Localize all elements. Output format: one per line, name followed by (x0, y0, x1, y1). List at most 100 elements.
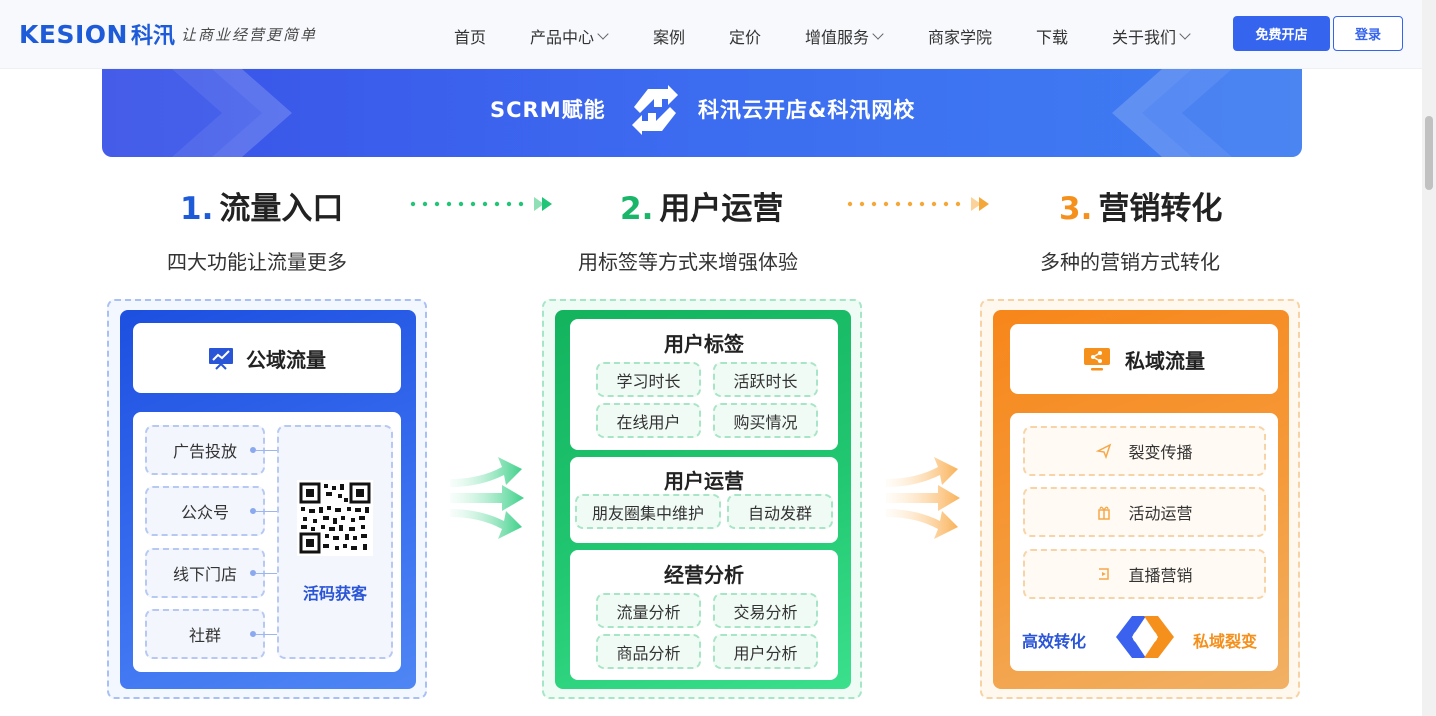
nav-item-services[interactable]: 增值服务 (805, 24, 884, 48)
qr-code-icon (297, 480, 373, 556)
marketing-item[interactable]: 直播营销 (1023, 549, 1266, 599)
link-chain-icon (1116, 616, 1174, 658)
nav-label: 增值服务 (805, 28, 870, 47)
step-2-title: 2. 用户运营 (620, 183, 783, 228)
public-traffic-panel-inner: 公域流量 广告投放 公众号 线下门店 社群 (120, 310, 416, 689)
banner-left-text: SCRM赋能 (490, 98, 606, 122)
share-screen-icon (1084, 348, 1110, 371)
site-header: KESION 科汛 让商业经营更简单 首页 产品中心 案例 定价 增值服务 商家… (0, 0, 1422, 69)
nav-label: 下载 (1036, 28, 1069, 47)
traffic-item[interactable]: 线下门店 (145, 548, 265, 598)
logo-text-cn: 科汛 (130, 24, 175, 49)
nav-label: 产品中心 (530, 28, 595, 47)
connector-line (256, 511, 282, 512)
step-1-title: 1. 流量入口 (180, 183, 343, 228)
logo[interactable]: KESION 科汛 让商业经营更简单 (19, 18, 317, 50)
nav-label: 案例 (653, 28, 686, 47)
step-2-label: 用户运营 (659, 191, 784, 227)
page-scrollbar[interactable] (1422, 0, 1436, 716)
connector-dot (250, 570, 256, 576)
marketing-item[interactable]: 裂变传播 (1023, 426, 1266, 476)
efficient-conversion-label: 高效转化 (1022, 632, 1087, 651)
qr-code-box[interactable]: 活码获客 (277, 425, 393, 659)
dotted-arrow-green (410, 197, 552, 211)
marketing-item[interactable]: 活动运营 (1023, 487, 1266, 537)
nav-item-about[interactable]: 关于我们 (1112, 24, 1191, 48)
connector-dot (250, 447, 256, 453)
tag-chip[interactable]: 在线用户 (596, 403, 701, 438)
tag-chip[interactable]: 交易分析 (713, 593, 818, 628)
business-analysis-card: 经营分析 流量分析 交易分析 商品分析 用户分析 (570, 550, 838, 680)
nav-label: 定价 (729, 28, 762, 47)
nav-label: 首页 (454, 28, 487, 47)
step-2-number: 2. (620, 191, 654, 227)
tag-chip[interactable]: 流量分析 (596, 593, 701, 628)
scrollbar-thumb[interactable] (1425, 116, 1433, 190)
connector-line (256, 634, 282, 635)
paper-plane-icon (1096, 443, 1112, 459)
private-traffic-panel-inner: 私域流量 裂变传播 活动运营 直播营销 高效转化 私域裂变 (993, 310, 1289, 689)
nav-item-products[interactable]: 产品中心 (530, 24, 609, 48)
tag-chip[interactable]: 学习时长 (596, 362, 701, 397)
nav-item-academy[interactable]: 商家学院 (928, 24, 992, 48)
marketing-item-label: 活动运营 (1128, 504, 1193, 523)
step-1-label: 流量入口 (219, 191, 344, 227)
swap-arrows-icon (632, 85, 678, 135)
marketing-item-label: 直播营销 (1128, 566, 1193, 585)
nav-item-pricing[interactable]: 定价 (729, 24, 761, 48)
chevron-down-icon (597, 27, 609, 40)
public-traffic-title: 公域流量 (246, 347, 326, 372)
connector-line (256, 450, 282, 451)
chevron-down-icon (1179, 27, 1191, 40)
tag-chip[interactable]: 商品分析 (596, 634, 701, 669)
chevron-down-icon (872, 27, 884, 40)
step-1-subtitle: 四大功能让流量更多 (167, 250, 347, 274)
flow-arrow-orange-icon (886, 457, 960, 539)
user-operation-title: 用户运营 (664, 469, 744, 493)
private-fission-label: 私域裂变 (1193, 632, 1258, 651)
user-ops-panel-inner: 用户标签 学习时长 活跃时长 在线用户 购买情况 用户运营 朋友圈集中维护 自动… (555, 310, 851, 689)
qr-code-label: 活码获客 (302, 584, 367, 603)
scrm-banner: SCRM赋能 科汛云开店&科汛网校 (102, 69, 1302, 157)
main-nav: 首页 产品中心 案例 定价 增值服务 商家学院 下载 关于我们 (0, 0, 1422, 69)
step-3-subtitle: 多种的营销方式转化 (1040, 250, 1220, 274)
tag-chip[interactable]: 自动发群 (727, 494, 833, 529)
public-traffic-header-card: 公域流量 (133, 323, 401, 393)
user-operation-card: 用户运营 朋友圈集中维护 自动发群 (570, 457, 838, 543)
logo-text-en: KESION (19, 19, 128, 49)
gift-icon (1098, 506, 1111, 520)
step-1-number: 1. (180, 191, 214, 227)
traffic-item[interactable]: 广告投放 (145, 425, 265, 475)
public-traffic-body-card: 广告投放 公众号 线下门店 社群 (133, 412, 401, 672)
chart-presentation-icon (209, 348, 233, 370)
tag-chip[interactable]: 用户分析 (713, 634, 818, 669)
login-button[interactable]: 登录 (1333, 16, 1403, 51)
step-3-number: 3. (1059, 191, 1093, 227)
banner-right-text: 科汛云开店&科汛网校 (698, 98, 916, 122)
step-3-label: 营销转化 (1098, 191, 1223, 227)
free-open-store-button[interactable]: 免费开店 (1233, 16, 1330, 51)
nav-item-home[interactable]: 首页 (454, 24, 486, 48)
nav-label: 商家学院 (928, 28, 993, 47)
traffic-item[interactable]: 社群 (145, 609, 265, 659)
private-traffic-panel: 私域流量 裂变传播 活动运营 直播营销 高效转化 私域裂变 (980, 299, 1300, 699)
nav-label: 关于我们 (1112, 28, 1177, 47)
connector-line (256, 573, 282, 574)
step-2-subtitle: 用标签等方式来增强体验 (578, 250, 798, 274)
private-traffic-header-card: 私域流量 (1010, 324, 1278, 394)
marketing-item-label: 裂变传播 (1128, 443, 1193, 462)
connector-dot (250, 508, 256, 514)
private-traffic-title: 私域流量 (1125, 348, 1205, 373)
dotted-arrow-orange (847, 197, 989, 211)
user-tags-title: 用户标签 (664, 332, 744, 356)
tag-chip[interactable]: 购买情况 (713, 403, 818, 438)
traffic-item[interactable]: 公众号 (145, 486, 265, 536)
tag-chip[interactable]: 朋友圈集中维护 (575, 494, 721, 529)
business-analysis-title: 经营分析 (664, 563, 744, 587)
live-broadcast-icon (1099, 568, 1110, 580)
private-traffic-body-card: 裂变传播 活动运营 直播营销 高效转化 私域裂变 (1010, 413, 1278, 671)
logo-slogan: 让商业经营更简单 (180, 25, 317, 44)
tag-chip[interactable]: 活跃时长 (713, 362, 818, 397)
nav-item-download[interactable]: 下载 (1036, 24, 1068, 48)
nav-item-cases[interactable]: 案例 (653, 24, 685, 48)
